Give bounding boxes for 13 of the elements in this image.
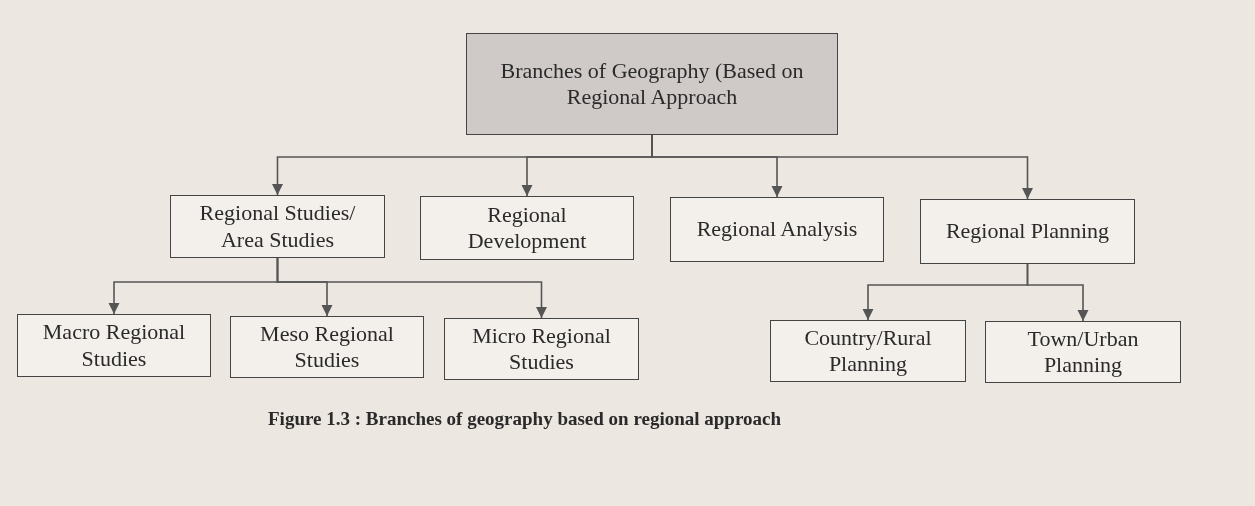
connector-arrow: [276, 257, 548, 319]
branch-box: Country/Rural Planning: [770, 320, 966, 382]
connector-arrow: [1026, 263, 1089, 322]
branch-box: Meso Regional Studies: [230, 316, 424, 378]
branch-box: Town/Urban Planning: [985, 321, 1181, 383]
figure-caption: Figure 1.3 : Branches of geography based on regional approach: [268, 407, 782, 431]
branch-box: Regional Studies/ Area Studies: [170, 195, 385, 258]
branch-box: Macro Regional Studies: [17, 314, 211, 377]
branch-box: Regional Planning: [920, 199, 1135, 264]
branch-box: Regional Analysis: [670, 197, 884, 262]
branch-box: Regional Development: [420, 196, 634, 260]
branch-box: Micro Regional Studies: [444, 318, 639, 380]
title-box: Branches of Geography (Based on Regional Approach: [466, 33, 838, 135]
